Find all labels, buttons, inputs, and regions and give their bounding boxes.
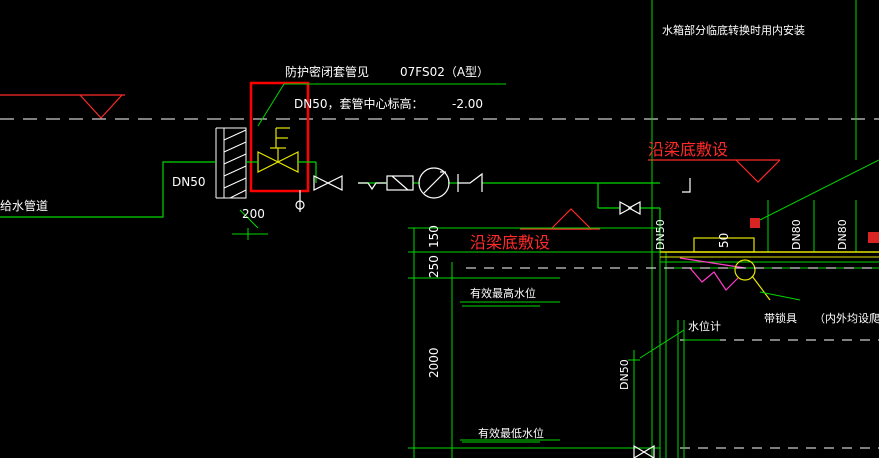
float-ball	[734, 259, 771, 301]
dim-50-label: 50	[717, 233, 731, 248]
level-gauge-label: 水位计	[688, 319, 721, 333]
beam-symbol-1	[648, 159, 781, 183]
sleeve-center-label: DN50，套管中心标高：	[294, 96, 424, 111]
dim-200-label: 200	[242, 207, 265, 221]
dn80-1-label: DN80	[790, 219, 803, 250]
dim-2000-label: 2000	[427, 347, 441, 378]
dn80-2-label: DN80	[836, 219, 849, 250]
dn50-vertical-2-label: DN50	[618, 359, 631, 390]
supply-pipe-label: 给水管道	[0, 198, 48, 213]
beam-note-2-label: 沿梁底敷设	[470, 233, 550, 252]
ladder-note-label: （内外均设爬梯	[814, 311, 879, 325]
sleeve-elev-label: -2.00	[452, 97, 483, 111]
sleeve-ref-label: 07FS02（A型）	[400, 65, 489, 79]
dim-250-label: 250	[427, 255, 441, 278]
float-valve	[679, 257, 746, 291]
bottom-valve	[633, 444, 655, 458]
max-level-label: 有效最高水位	[470, 286, 536, 300]
beam-symbol-2	[520, 208, 600, 230]
dim-200-lines	[232, 209, 268, 240]
level-symbol-left	[0, 94, 125, 119]
sleeve-leader	[257, 83, 506, 127]
beam-note-1-label: 沿梁底敷设	[648, 140, 728, 159]
dn50-left-label: DN50	[172, 175, 206, 189]
dn50-vertical-1-label: DN50	[654, 219, 667, 250]
water-gauge	[639, 291, 801, 458]
hook-symbol	[682, 178, 691, 193]
branch-valve	[619, 200, 641, 216]
wall-hatching	[215, 127, 247, 199]
top-note-label: 水箱部分临底转换时用内安装	[662, 23, 805, 37]
min-level-label: 有效最低水位	[478, 426, 544, 440]
dim-150-label: 150	[427, 225, 441, 248]
water-level-dashes	[466, 267, 879, 449]
ladder-label: 带锁具	[764, 311, 797, 325]
check-valve	[457, 172, 483, 192]
highlight-box	[249, 81, 310, 193]
anchor-blocks	[750, 218, 879, 243]
pipe-filter	[358, 175, 414, 191]
sleeve-valve	[257, 127, 299, 173]
water-meter	[418, 167, 450, 199]
sleeve-title-label: 防护密闭套管见	[285, 64, 369, 79]
tank-vertical-lines	[628, 0, 879, 458]
gate-valve	[295, 175, 343, 212]
dimension-lines-left	[408, 227, 660, 458]
